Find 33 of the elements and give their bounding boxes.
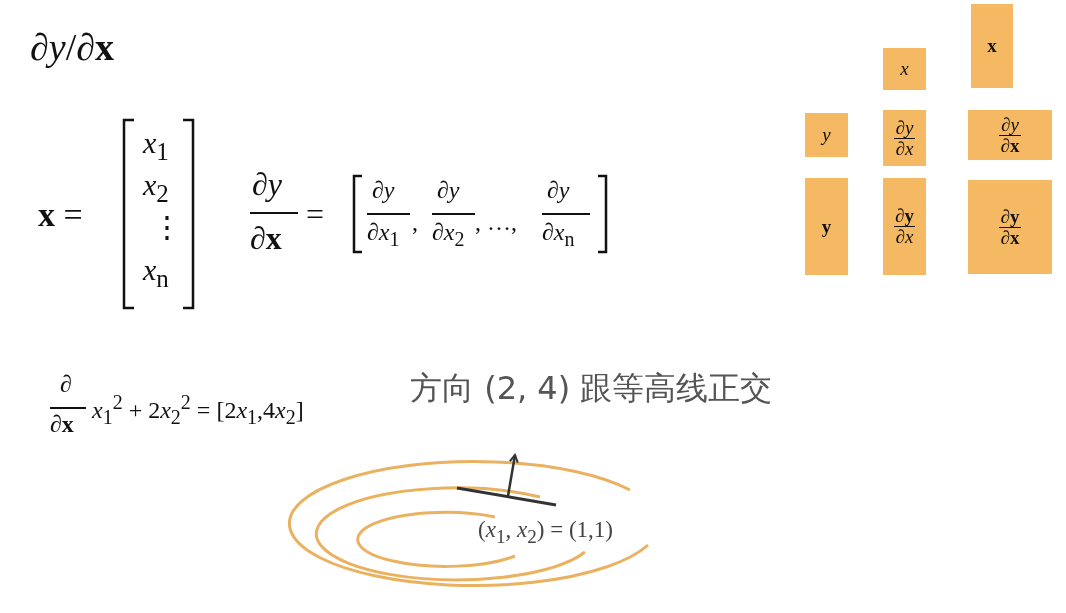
- derivative-box: ∂y ∂x: [883, 110, 926, 166]
- fraction-denominator: ∂x$_{n}$: [542, 220, 575, 249]
- formula-text: , …,: [475, 210, 517, 234]
- fraction-denominator: ∂x$_{1}$: [367, 220, 400, 249]
- slide-title: ∂y/∂x: [30, 28, 114, 66]
- matrix-entry: ⋮: [152, 212, 182, 242]
- formula-text: x$_{1}$,4: [236, 397, 276, 423]
- fraction-denominator: ∂x: [250, 222, 282, 254]
- variable-box: y: [805, 113, 848, 157]
- derivative-box: ∂y ∂x: [968, 180, 1052, 274]
- formula-text: ,: [412, 210, 418, 234]
- variable-box: y: [805, 178, 848, 275]
- fraction-numerator: ∂y: [372, 178, 395, 202]
- caption-text: 方向 (2, 4) 跟等高线正交: [410, 372, 773, 404]
- matrix-entry: x$_{1}$: [143, 128, 169, 164]
- equals-sign: =: [306, 198, 325, 230]
- derivative-box: ∂y ∂x: [883, 178, 926, 275]
- matrix-entry: x$_{2}$: [143, 170, 169, 206]
- matrix-entry: x$_{n}$: [143, 255, 169, 291]
- fraction-numerator: ∂: [60, 372, 72, 396]
- formula-text: x$_{2}$]: [275, 397, 304, 423]
- formula-text: x$_{1}$$^{2}$ + 2: [92, 397, 161, 423]
- fraction-numerator: ∂y: [547, 178, 570, 202]
- derivative-box: ∂y ∂x: [968, 110, 1052, 160]
- formula-text: x =: [38, 198, 83, 232]
- fraction-denominator: ∂x$_{2}$: [432, 220, 465, 249]
- fraction-numerator: ∂y: [437, 178, 460, 202]
- variable-box: x: [883, 48, 926, 90]
- fraction-denominator: ∂x: [50, 412, 74, 436]
- fraction-numerator: ∂y: [252, 168, 282, 200]
- variable-box: x: [971, 4, 1013, 88]
- formula-text: x$_{2}$$^{2}$ = [2: [160, 397, 237, 423]
- point-label: (x$_{1}$, x$_{2}$) = (1,1): [478, 518, 613, 546]
